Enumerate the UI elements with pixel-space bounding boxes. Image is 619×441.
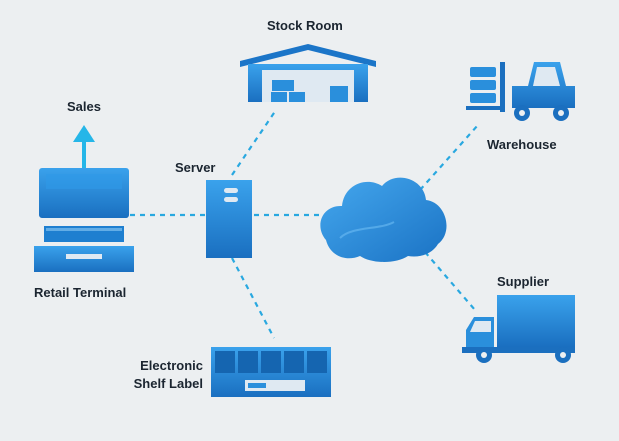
sales-label: Sales [67, 99, 101, 114]
supplier-truck-icon [462, 295, 575, 363]
supplier-label: Supplier [497, 274, 550, 289]
server-icon [206, 180, 252, 258]
retail-terminal-label: Retail Terminal [34, 285, 127, 300]
connectors [130, 109, 479, 339]
server-label: Server [175, 160, 216, 175]
esl-label-line1: Electronic [140, 358, 203, 373]
sales-arrow-icon [73, 125, 95, 170]
stock-room-icon [240, 44, 376, 102]
esl-label-line2: Shelf Label [133, 376, 203, 391]
connector-cloud-supplier [424, 251, 476, 311]
retail-terminal-icon [34, 168, 134, 272]
stock-room-label: Stock Room [267, 18, 343, 33]
warehouse-forklift-icon [466, 62, 575, 121]
connector-server-esl [231, 257, 275, 339]
connector-cloud-warehouse [419, 124, 479, 191]
cloud-icon [320, 177, 447, 262]
warehouse-label: Warehouse [487, 137, 557, 152]
electronic-shelf-label-icon [211, 347, 331, 397]
connector-server-stockroom [231, 109, 277, 176]
